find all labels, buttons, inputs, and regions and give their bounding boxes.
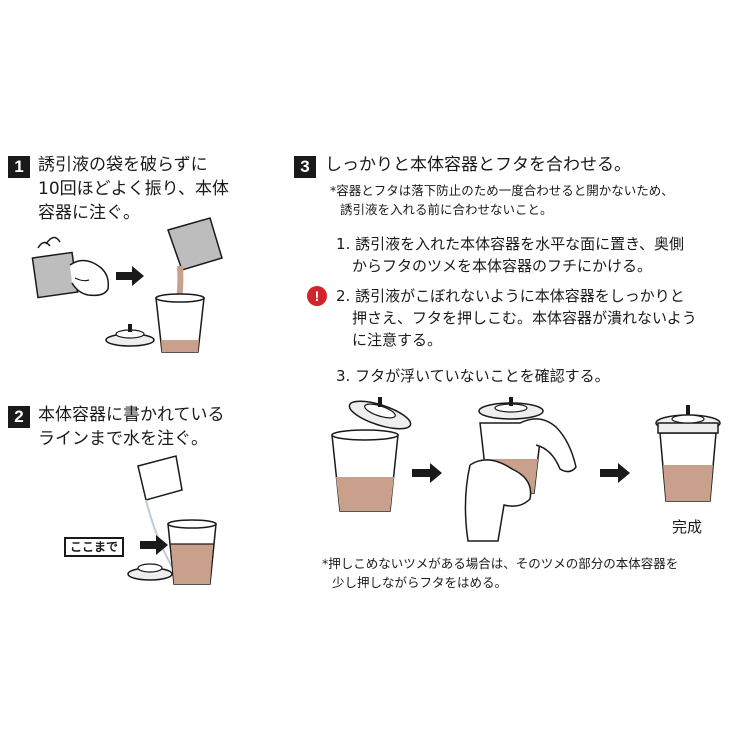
- step2-illustration: [127, 455, 217, 585]
- hands-pressing-lid-icon: [464, 397, 577, 542]
- step3-sub2-line: に注意する。: [352, 331, 443, 349]
- step2-line: 本体容器に書かれている: [38, 405, 225, 425]
- step3-sub2: 2. 誘引液がこぼれないように本体容器をしっかりと 押さえ、フタを押しこむ。本体…: [336, 285, 697, 351]
- step2-number: 2: [8, 406, 30, 428]
- water-line-tag: ここまで: [64, 537, 125, 557]
- step1-line: 誘引液の袋を破らずに: [38, 155, 208, 175]
- step3-sub3-line: 3. フタが浮いていないことを確認する。: [336, 367, 610, 385]
- step1-number: 1: [8, 156, 30, 178]
- step3-number: 3: [294, 156, 316, 178]
- completed-cup-icon: [655, 405, 721, 502]
- step2-text: 本体容器に書かれている ラインまで水を注ぐ。: [38, 403, 225, 451]
- step3-note-line: 誘引液を入れる前に合わせないこと。: [340, 202, 553, 217]
- step1-text: 誘引液の袋を破らずに 10回ほどよく振り、本体 容器に注ぐ。: [38, 153, 229, 225]
- arrow-right-icon: [140, 535, 168, 555]
- arrow-right-icon: [116, 266, 144, 286]
- arrow-right-icon: [600, 463, 630, 483]
- lid-icon: [127, 563, 173, 581]
- cup-icon: [167, 519, 217, 585]
- arrow-right-icon: [412, 463, 442, 483]
- step3-footnote: *押しこめないツメがある場合は、そのツメの部分の本体容器を 少し押しながらフタを…: [322, 554, 678, 592]
- step3-footnote-line: 少し押しながらフタをはめる。: [332, 575, 508, 590]
- step3-footnote-line: *押しこめないツメがある場合は、そのツメの部分の本体容器を: [322, 556, 679, 571]
- step1-illustration: [31, 217, 223, 353]
- cup-with-tilted-lid-icon: [331, 397, 412, 512]
- step3-sub1-line: からフタのツメを本体容器のフチにかける。: [352, 257, 653, 275]
- step1-line: 容器に注ぐ。: [38, 203, 140, 223]
- step3-sub2-line: 押さえ、フタを押しこむ。本体容器が潰れないよう: [352, 309, 697, 327]
- step3-sub3: 3. フタが浮いていないことを確認する。: [336, 365, 610, 387]
- step3-illustration: [331, 397, 721, 542]
- step2-line: ラインまで水を注ぐ。: [38, 429, 208, 449]
- step3-note-line: *容器とフタは落下防止のため一度合わせると開かないため、: [330, 183, 674, 198]
- warning-icon: !: [307, 286, 327, 306]
- step3-sub1: 1. 誘引液を入れた本体容器を水平な面に置き、奥側 からフタのツメを本体容器のフ…: [336, 233, 684, 277]
- cup-icon: [155, 293, 205, 353]
- step3-sub2-line: 2. 誘引液がこぼれないように本体容器をしっかりと: [336, 287, 685, 305]
- complete-label: 完成: [672, 518, 703, 536]
- lid-icon: [105, 324, 155, 347]
- step1-line: 10回ほどよく振り、本体: [38, 179, 229, 199]
- step3-note: *容器とフタは落下防止のため一度合わせると開かないため、 誘引液を入れる前に合わ…: [330, 181, 674, 219]
- step3-sub1-line: 1. 誘引液を入れた本体容器を水平な面に置き、奥側: [336, 235, 685, 253]
- step3-heading: しっかりと本体容器とフタを合わせる。: [325, 155, 631, 175]
- bag-shaking-icon: [31, 236, 110, 299]
